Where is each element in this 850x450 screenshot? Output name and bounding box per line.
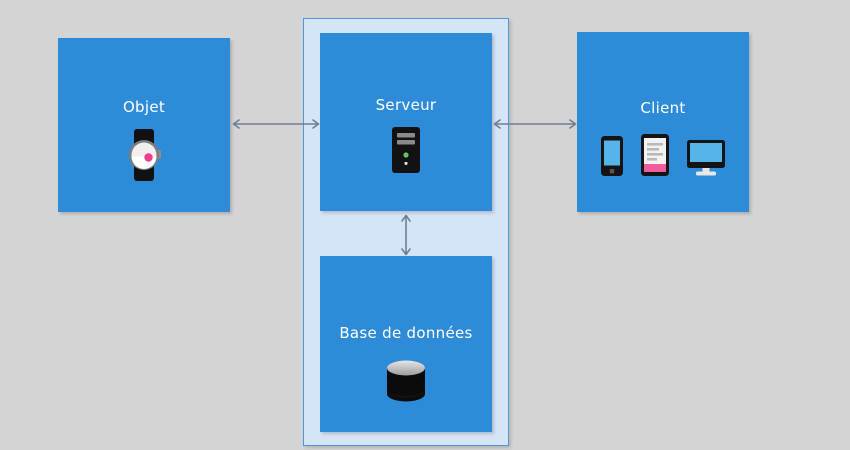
node-objet-label: Objet — [122, 97, 166, 116]
arrow-objet-serveur — [232, 119, 320, 129]
desktop-monitor-icon — [687, 139, 725, 180]
node-client-label: Client — [640, 98, 686, 117]
node-client-icons — [601, 133, 725, 180]
tablet-icon — [641, 133, 669, 180]
node-base-de-donnees-label: Base de données — [339, 323, 473, 342]
node-base-de-donnees-icons — [383, 357, 429, 409]
node-serveur-icons — [392, 126, 420, 177]
smartphone-icon — [601, 135, 623, 180]
node-client[interactable]: Client — [577, 32, 749, 212]
arrow-serveur-client — [493, 119, 577, 129]
node-objet-icons — [121, 128, 167, 185]
node-serveur-label: Serveur — [375, 95, 437, 114]
node-serveur[interactable]: Serveur — [320, 33, 492, 211]
node-base-de-donnees[interactable]: Base de données — [320, 256, 492, 432]
node-objet[interactable]: Objet — [58, 38, 230, 212]
smartwatch-icon — [121, 128, 167, 185]
arrow-serveur-bdd — [401, 214, 411, 256]
database-icon — [383, 357, 429, 409]
server-tower-icon — [392, 126, 420, 177]
